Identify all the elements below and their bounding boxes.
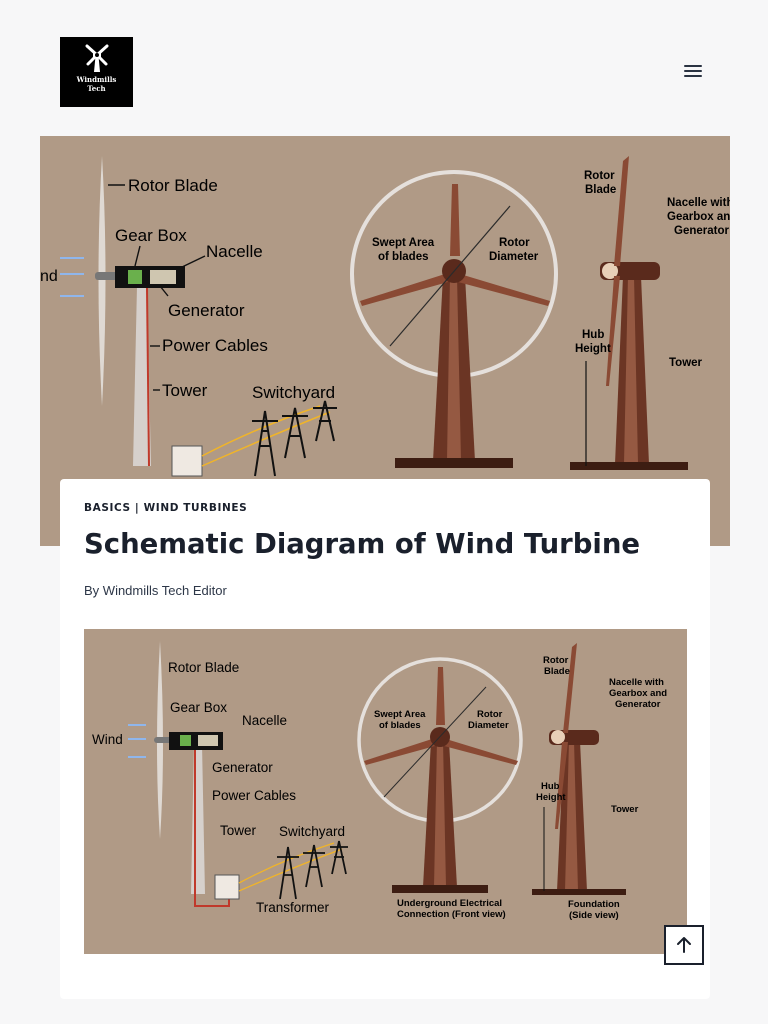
article-label-transformer: Transformer	[256, 900, 330, 915]
article-label-rotor-blade: Rotor Blade	[168, 660, 239, 675]
hamburger-menu-icon[interactable]	[682, 62, 704, 80]
article-label-rotor-diameter-2: Diameter	[468, 720, 509, 731]
article-label-side-nacelle-3: Generator	[615, 699, 661, 710]
hero-label-side-tower: Tower	[669, 357, 703, 369]
hero-label-swept-area-1: Swept Area	[372, 237, 435, 249]
article-label-side-nacelle-2: Gearbox and	[609, 688, 667, 699]
hero-label-side-rotor-1: Rotor	[584, 170, 615, 182]
article-label-wind: Wind	[92, 732, 123, 747]
article-diagram: Rotor Blade Gear Box Nacelle Wind Genera…	[92, 641, 667, 921]
post-categories: BASICS | WIND TURBINES	[84, 502, 247, 514]
byline-prefix: By	[84, 583, 103, 598]
hero-label-swept-area-2: of blades	[378, 251, 428, 263]
scroll-to-top-button[interactable]	[664, 925, 704, 965]
arrow-up-icon	[677, 937, 691, 953]
article-label-side-rotor-1: Rotor	[543, 655, 569, 666]
hero-label-hub-2: Height	[575, 343, 611, 355]
logo-text: Windmills Tech	[60, 75, 133, 93]
site-logo[interactable]: Windmills Tech	[60, 37, 133, 107]
hero-label-rotor-diameter-1: Rotor	[499, 237, 530, 249]
article-label-underground-2: Connection (Front view)	[397, 909, 506, 920]
hero-label-side-rotor-2: Blade	[585, 184, 616, 196]
article-label-gear-box: Gear Box	[170, 700, 227, 715]
article-label-side-nacelle-1: Nacelle with	[609, 677, 664, 688]
hero-label-wind: nd	[40, 268, 58, 285]
category-separator: |	[130, 502, 144, 514]
category-link-basics[interactable]: BASICS	[84, 502, 131, 514]
article-label-power-cables: Power Cables	[212, 788, 296, 803]
hero-label-rotor-blade: Rotor Blade	[128, 176, 218, 195]
hero-label-power-cables: Power Cables	[162, 336, 268, 355]
post-byline: By Windmills Tech Editor	[84, 583, 227, 598]
hero-label-switchyard: Switchyard	[252, 383, 335, 402]
hero-label-hub-1: Hub	[582, 329, 604, 341]
category-link-wind-turbines[interactable]: WIND TURBINES	[143, 502, 248, 514]
site-header: Windmills Tech	[0, 0, 768, 136]
featured-diagram: Rotor Blade Gear Box Nacelle nd Generato…	[40, 156, 730, 477]
featured-image: Rotor Blade Gear Box Nacelle nd Generato…	[40, 136, 730, 546]
article-label-nacelle: Nacelle	[242, 713, 287, 728]
article-label-swept-area-1: Swept Area	[374, 709, 426, 720]
article-image: Rotor Blade Gear Box Nacelle Wind Genera…	[84, 629, 687, 954]
hero-label-side-nacelle-1: Nacelle with	[667, 197, 730, 209]
logo-line-1: Windmills	[76, 75, 117, 84]
article-label-foundation-2: (Side view)	[569, 910, 619, 921]
windmill-icon	[85, 44, 108, 72]
hero-label-side-nacelle-2: Gearbox and	[667, 211, 730, 223]
article-label-side-tower: Tower	[611, 804, 639, 815]
page-title: Schematic Diagram of Wind Turbine	[84, 528, 641, 560]
article-label-underground-1: Underground Electrical	[397, 898, 502, 909]
hero-label-rotor-diameter-2: Diameter	[489, 251, 539, 263]
hero-label-side-nacelle-3: Generator	[674, 225, 729, 237]
article-label-switchyard: Switchyard	[279, 824, 345, 839]
hero-label-generator: Generator	[168, 301, 245, 320]
logo-line-2: Tech	[87, 84, 106, 93]
author-link[interactable]: Windmills Tech Editor	[102, 583, 227, 598]
article-label-rotor-diameter-1: Rotor	[477, 709, 503, 720]
article-label-generator: Generator	[212, 760, 273, 775]
article-label-hub-1: Hub	[541, 781, 560, 792]
hero-label-gear-box: Gear Box	[115, 226, 187, 245]
article-label-side-rotor-2: Blade	[544, 666, 570, 677]
article-label-tower: Tower	[220, 823, 257, 838]
hero-label-tower: Tower	[162, 381, 208, 400]
article-label-swept-area-2: of blades	[379, 720, 421, 731]
article-label-hub-2: Height	[536, 792, 566, 803]
article-label-foundation-1: Foundation	[568, 899, 620, 910]
hero-label-nacelle: Nacelle	[206, 242, 263, 261]
